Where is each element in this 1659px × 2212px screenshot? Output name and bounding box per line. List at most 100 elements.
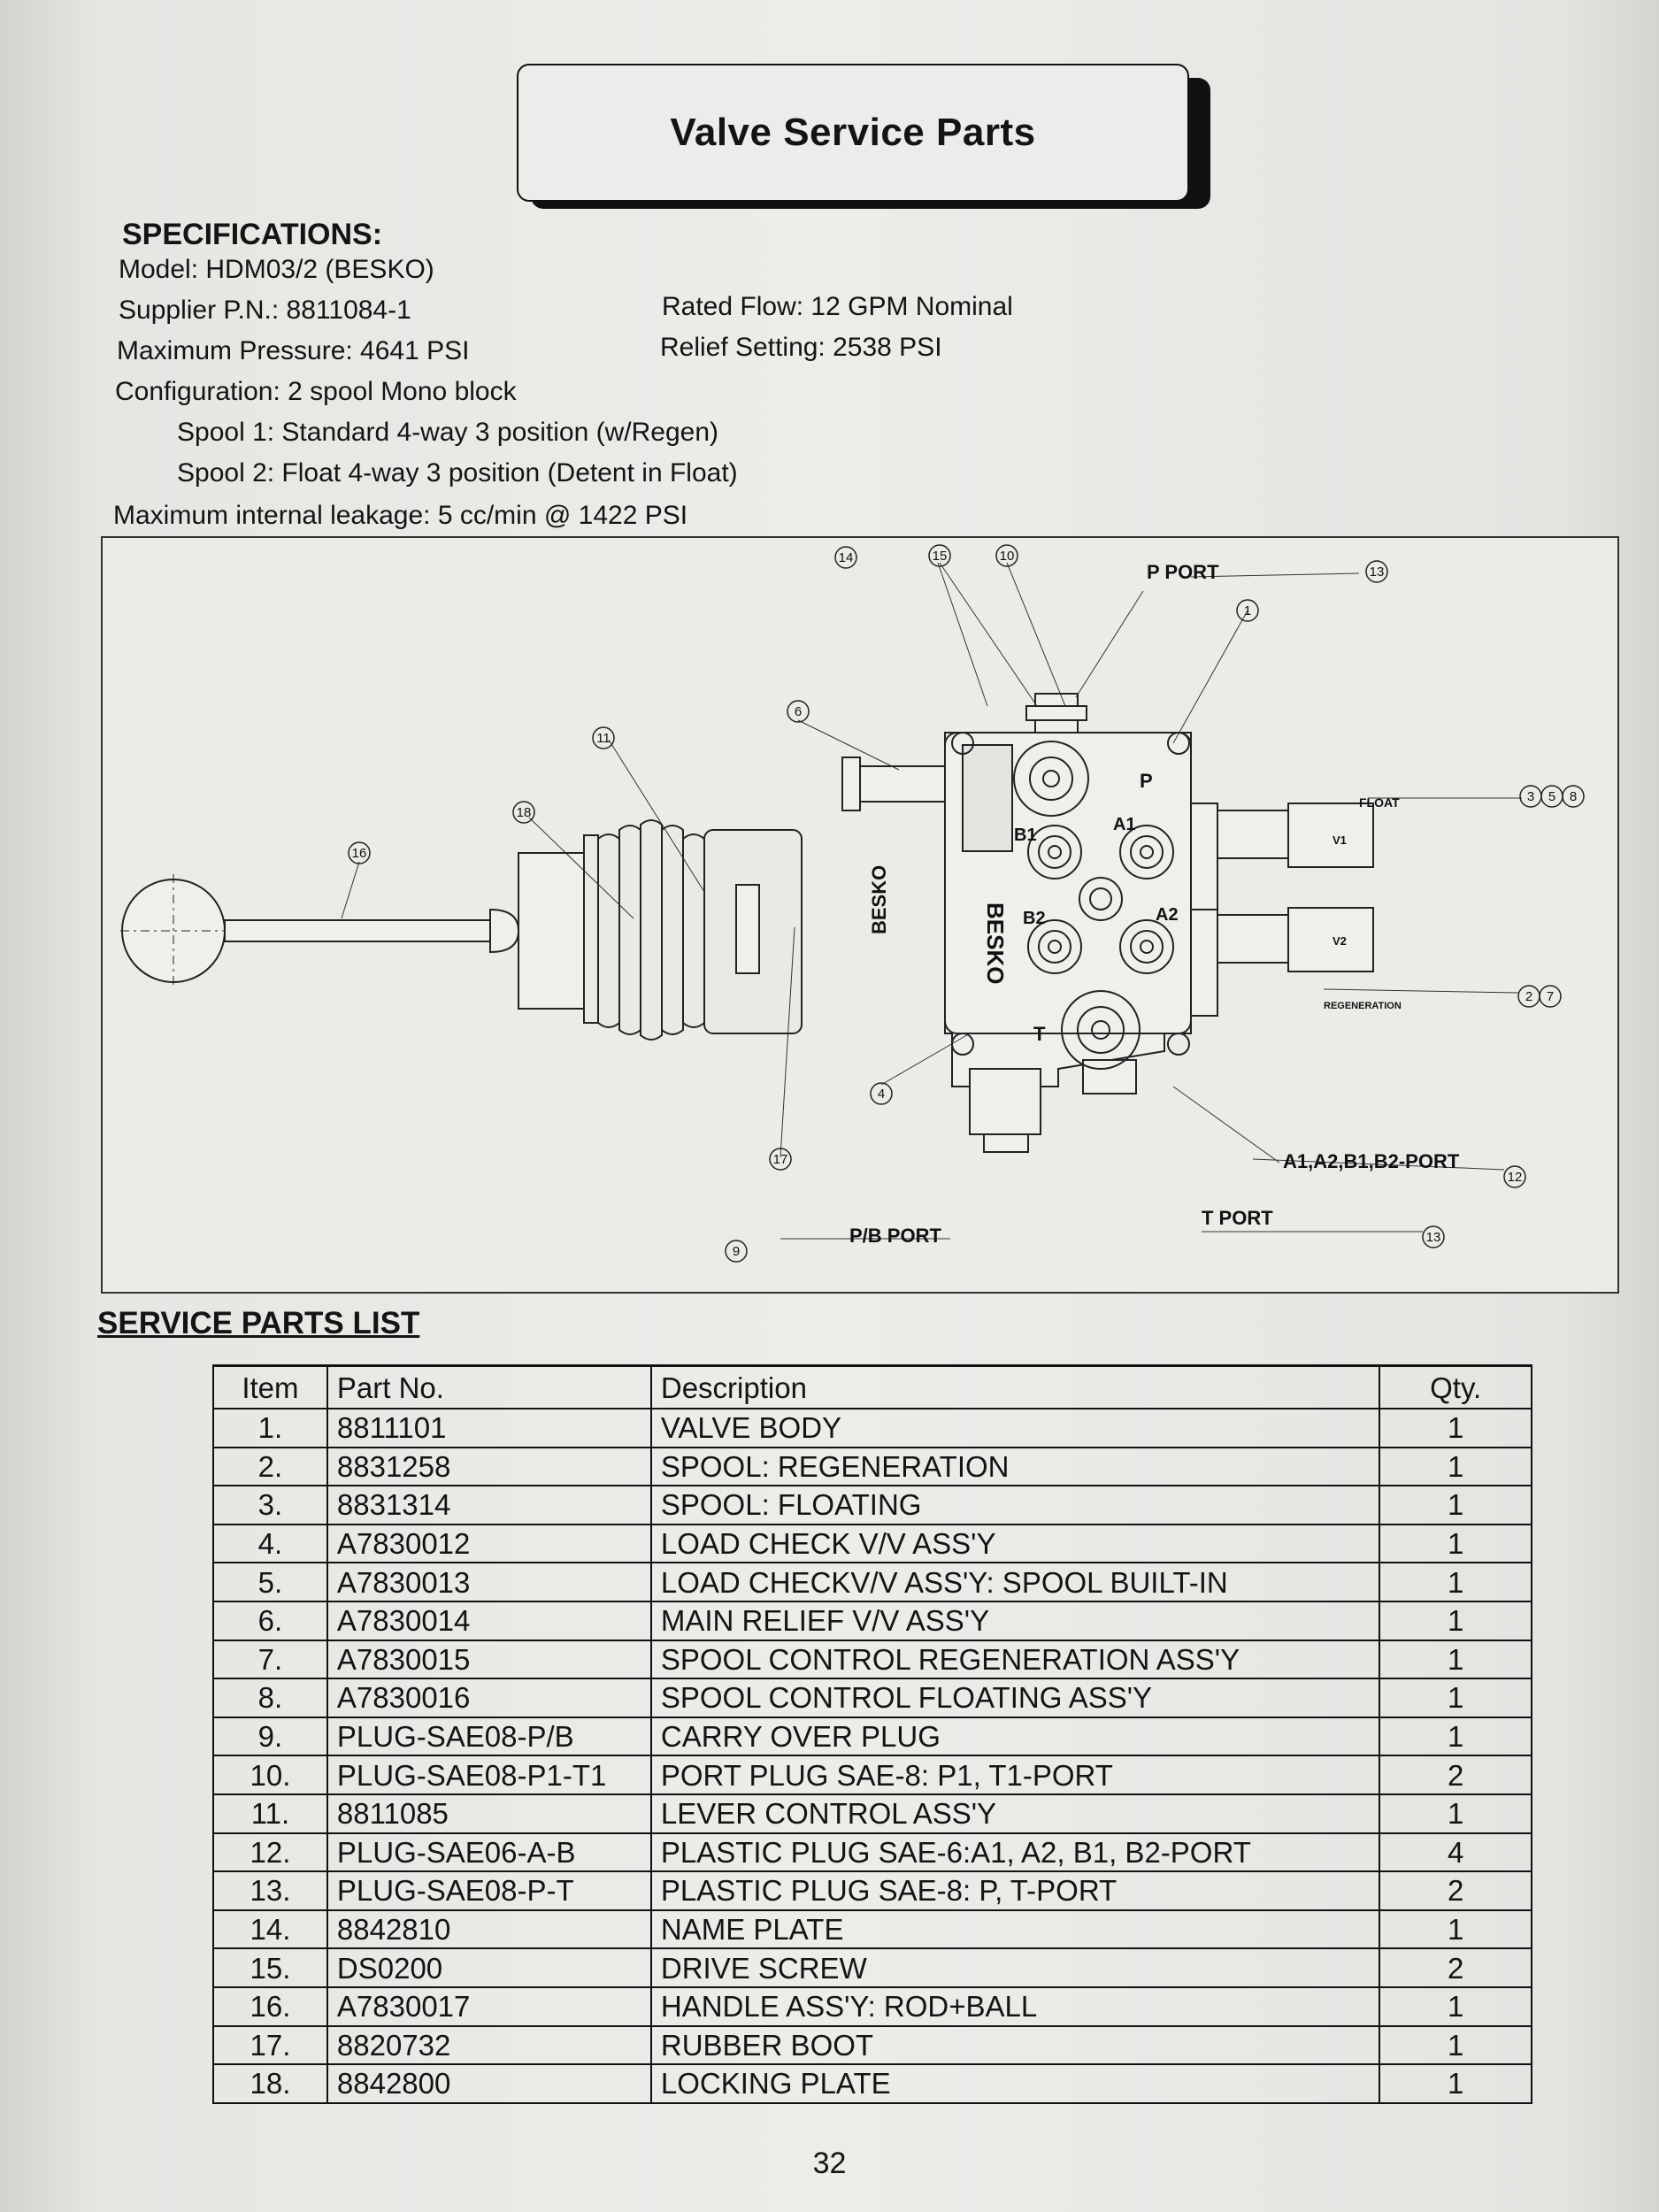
cell-part-no: PLUG-SAE06-A-B [326,1832,652,1873]
cell-part-no: 8820732 [326,2024,652,2066]
spool-caps [1190,803,1374,1017]
cell-description: HANDLE ASS'Y: ROD+BALL [649,1985,1381,2027]
callout-label-5: 5 [1548,789,1555,804]
spec-leakage: Maximum internal leakage: 5 cc/min @ 142… [113,501,688,530]
v2-label: V2 [1333,934,1347,948]
cell-description: PLASTIC PLUG SAE-6:A1, A2, B1, B2-PORT [649,1832,1381,1873]
cell-description: LOAD CHECK V/V ASS'Y [649,1523,1381,1564]
cell-part-no: DS0200 [326,1947,652,1988]
callout-10 [995,544,1018,567]
ab-port-label: A1,A2,B1,B2-PORT [1283,1150,1460,1172]
cell-part-no: 8811085 [326,1793,652,1834]
besko-plate-label: BESKO [868,865,890,934]
cell-description: SPOOL CONTROL REGENERATION ASS'Y [649,1639,1381,1680]
cell-description: LOAD CHECKV/V ASS'Y: SPOOL BUILT-IN [649,1562,1381,1602]
col-qty: Qty. [1379,1364,1532,1409]
cell-part-no: 8842810 [326,1909,652,1950]
callout-18 [512,801,535,824]
specifications-heading: SPECIFICATIONS: [122,218,383,251]
p-port-label: P PORT [1147,561,1219,583]
cell-item: 8. [212,1678,328,1718]
callout-label-13b: 13 [1370,565,1385,580]
callout-16 [348,841,371,864]
cell-item: 9. [212,1716,328,1757]
port-p-label: P [1140,770,1153,792]
page-number: 32 [812,2147,847,2180]
cell-qty: 1 [1379,1408,1532,1448]
callout-9 [725,1240,748,1263]
callout-label-15: 15 [933,549,948,564]
cell-qty: 1 [1379,1716,1532,1757]
cell-part-no: PLUG-SAE08-P1-T1 [326,1755,652,1795]
locking-plate [735,884,760,974]
cell-item: 6. [212,1600,328,1641]
cell-qty: 2 [1379,1947,1532,1988]
callout-label-9: 9 [733,1244,740,1259]
cell-qty: 2 [1379,1870,1532,1911]
port-a1-label: A1 [1113,815,1136,834]
callout-11 [592,726,615,749]
callout-7 [1539,985,1562,1008]
valve-drawing: 1 2 3 4 5 6 7 8 9 10 11 12 13 13 14 15 1… [120,544,1585,1263]
cell-item: 3. [212,1485,328,1525]
callout-4 [870,1082,893,1105]
callout-label-7: 7 [1547,989,1554,1004]
callout-label-16: 16 [352,846,367,861]
cell-qty: 1 [1379,1793,1532,1834]
cell-item: 10. [212,1755,328,1795]
spec-spool1: Spool 1: Standard 4-way 3 position (w/Re… [177,418,719,447]
specifications-block: SPECIFICATIONS: [115,218,1265,254]
cell-description: SPOOL: FLOATING [649,1485,1381,1525]
cell-part-no: A7830012 [326,1523,652,1564]
cell-description: LEVER CONTROL ASS'Y [649,1793,1381,1834]
cell-item: 2. [212,1446,328,1487]
valve-diagram: 1 2 3 4 5 6 7 8 9 10 11 12 13 13 14 15 1… [101,536,1619,1294]
pb-port-label: P/B PORT [849,1225,941,1247]
col-description: Description [649,1364,1381,1409]
port-b2-label: B2 [1023,909,1046,928]
title-box: Valve Service Parts [517,64,1189,202]
cell-description: VALVE BODY [649,1408,1381,1448]
callout-label-6: 6 [795,704,802,719]
cell-item: 7. [212,1639,328,1680]
callout-label-18: 18 [517,805,532,820]
port-t-label: T [1033,1023,1046,1045]
callout-15 [928,544,951,567]
handle-rod [224,919,491,942]
cell-qty: 1 [1379,1985,1532,2027]
cell-item: 11. [212,1793,328,1834]
cell-qty: 2 [1379,1755,1532,1795]
cell-part-no: PLUG-SAE08-P/B [326,1716,652,1757]
spec-configuration: Configuration: 2 spool Mono block [115,377,517,406]
col-item: Item [212,1364,328,1409]
port-circles [951,732,1190,1070]
callout-1 [1236,599,1259,622]
callout-label-2: 2 [1525,989,1532,1004]
callout-label-11: 11 [596,731,611,746]
cell-description: MAIN RELIEF V/V ASS'Y [649,1600,1381,1641]
cell-part-no: 8842800 [326,2063,652,2104]
t-port-label: T PORT [1202,1207,1273,1229]
cell-part-no: 8811101 [326,1408,652,1448]
cell-description: LOCKING PLATE [649,2063,1381,2104]
cell-item: 18. [212,2063,328,2104]
callout-13b [1365,560,1388,583]
cell-part-no: A7830016 [326,1678,652,1718]
callout-label-8: 8 [1570,789,1577,804]
callout-6 [787,700,810,723]
cell-qty: 1 [1379,2063,1532,2104]
cell-qty: 1 [1379,1600,1532,1641]
spec-spool2: Spool 2: Float 4-way 3 position (Detent … [177,458,738,488]
callout-label-1: 1 [1244,603,1251,618]
cell-part-no: A7830017 [326,1985,652,2027]
cell-item: 1. [212,1408,328,1448]
cell-description: DRIVE SCREW [649,1947,1381,1988]
spec-max-pressure: Maximum Pressure: 4641 PSI [117,336,470,365]
